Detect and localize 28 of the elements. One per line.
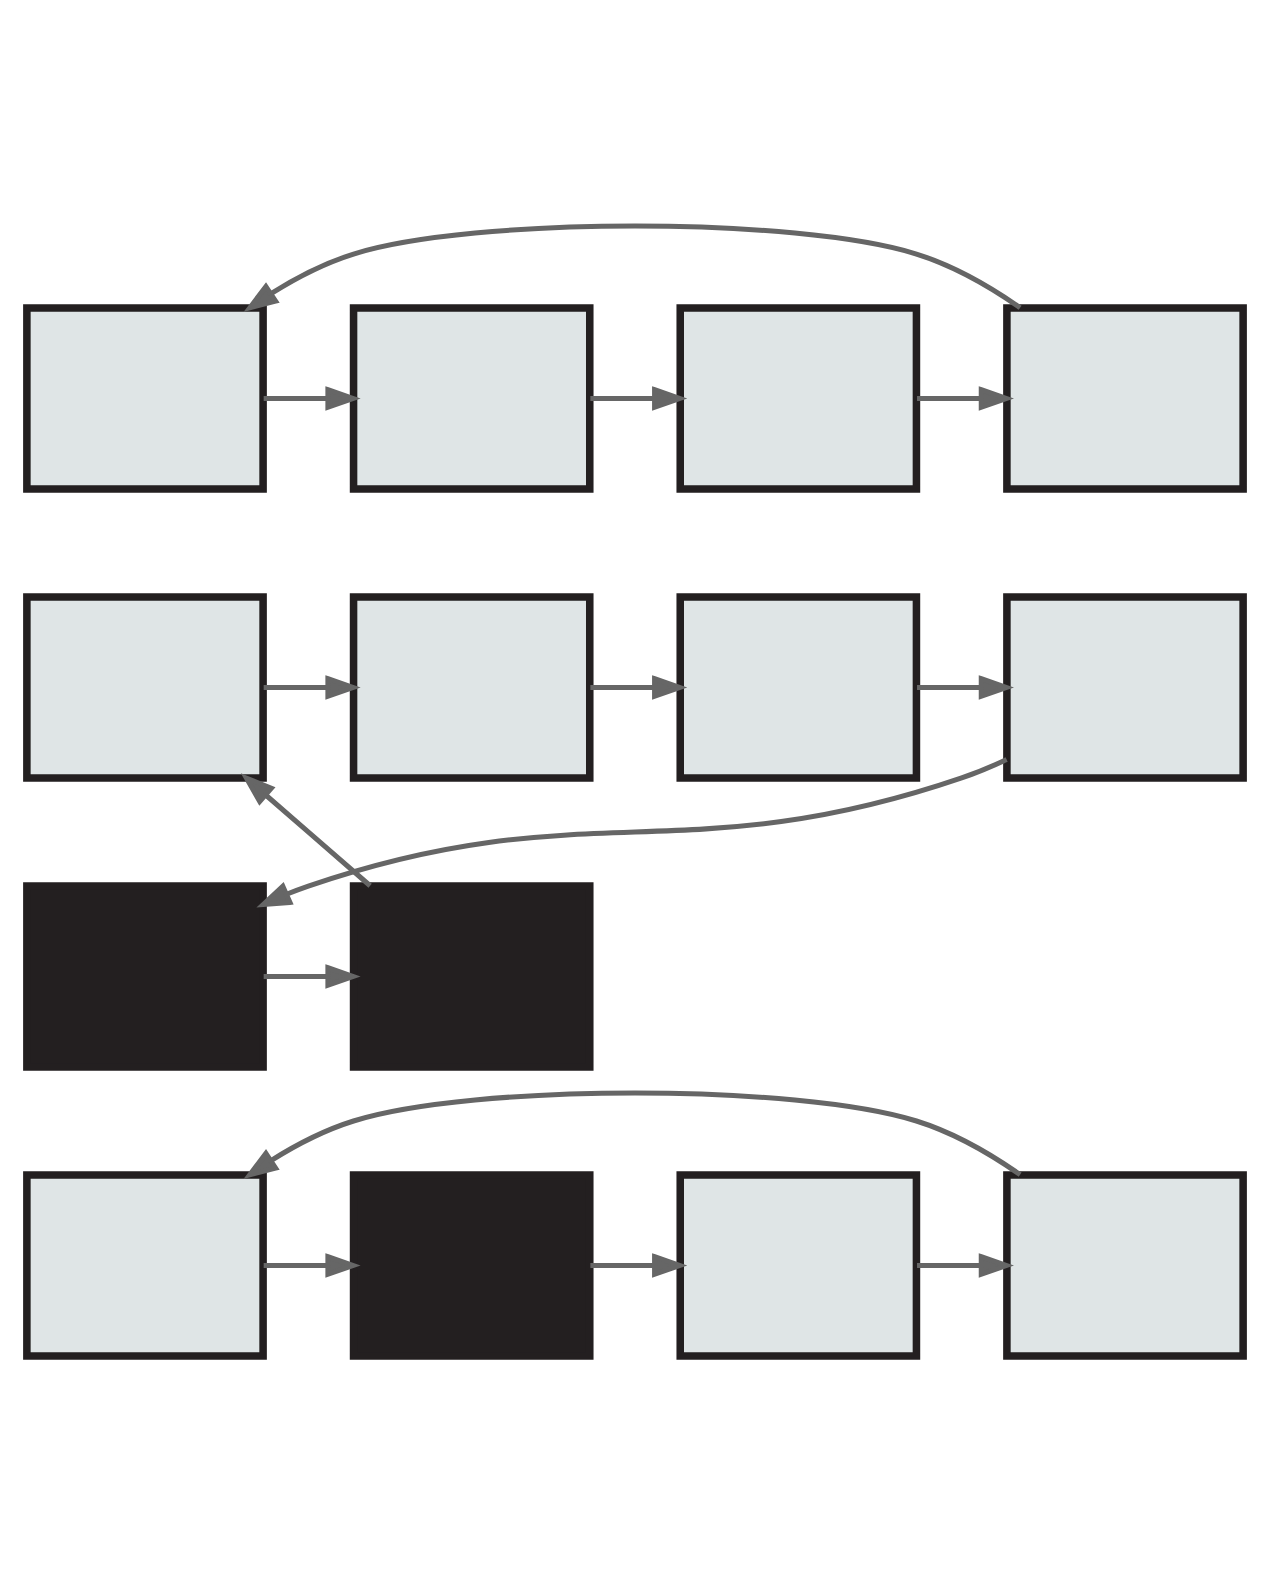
node-box [23,881,267,1070]
arrow [263,1252,361,1277]
arrow [263,674,361,699]
arrow [263,963,361,988]
arrow [917,385,1014,410]
node-box [1003,303,1247,492]
node-box [349,592,594,781]
node-box [676,303,921,492]
arrow [256,756,1008,907]
node-box [349,1170,594,1359]
arrow [240,772,372,887]
arrow [590,674,688,699]
arrow [243,222,1022,311]
node-box [23,592,267,781]
node-box [23,303,267,492]
arrow [917,674,1014,699]
arrow [590,385,688,410]
node-box [676,592,921,781]
node-box [23,1170,267,1359]
arrow [590,1252,688,1277]
arrow [917,1252,1014,1277]
node-box [349,881,594,1070]
node-box [676,1170,921,1359]
node-box [1003,1170,1247,1359]
node-box [1003,592,1247,781]
node-box [349,303,594,492]
arrow [263,385,361,410]
arrow [243,1089,1022,1178]
